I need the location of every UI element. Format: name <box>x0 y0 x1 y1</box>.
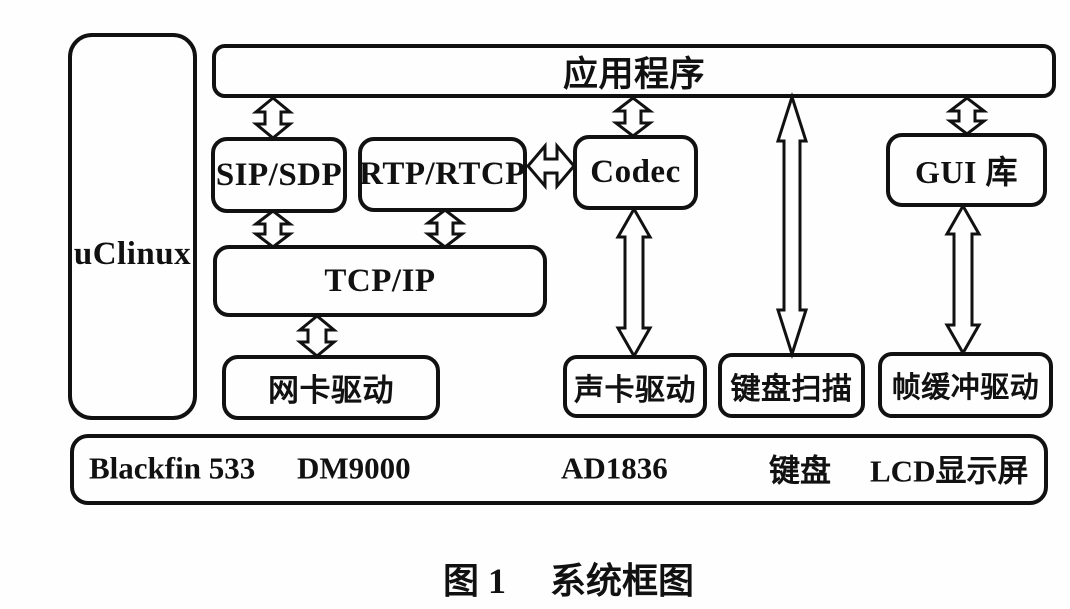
node-sound-card-driver: 声卡驱动 <box>563 355 707 418</box>
node-codec: Codec <box>573 135 698 210</box>
node-sip-sdp: SIP/SDP <box>211 137 347 213</box>
node-tcp-ip: TCP/IP <box>213 245 547 317</box>
hardware-item-keyboard: 键盘 <box>769 453 831 489</box>
node-sound-card-driver-label: 声卡驱动 <box>574 373 696 407</box>
figure-title: 系统框图 <box>550 561 695 601</box>
hardware-item-blackfin-533: Blackfin 533 <box>89 450 256 486</box>
node-gui-lib: GUI 库 <box>886 133 1047 207</box>
hardware-item-ad1836: AD1836 <box>561 450 668 486</box>
node-keyboard-scan: 键盘扫描 <box>718 353 865 418</box>
node-uclinux: uClinux <box>68 33 197 420</box>
node-application: 应用程序 <box>212 44 1056 98</box>
node-tcp-ip-label: TCP/IP <box>324 262 436 299</box>
node-rtp-rtcp-label: RTP/RTCP <box>359 156 526 192</box>
node-framebuffer-driver-label: 帧缓冲驱动 <box>891 372 1040 404</box>
node-codec-label: Codec <box>590 154 681 190</box>
figure-label: 图 1 <box>443 561 507 601</box>
node-rtp-rtcp: RTP/RTCP <box>358 137 527 212</box>
node-framebuffer-driver: 帧缓冲驱动 <box>878 352 1053 418</box>
node-nic-driver: 网卡驱动 <box>222 355 440 420</box>
node-uclinux-label: uClinux <box>73 236 192 272</box>
hardware-item-dm9000: DM9000 <box>297 450 411 486</box>
node-gui-lib-label: GUI 库 <box>915 154 1018 190</box>
node-hardware-bar: Blackfin 533 DM9000 AD1836 键盘 LCD显示屏 <box>70 434 1048 505</box>
node-nic-driver-label: 网卡驱动 <box>268 373 394 408</box>
figure-caption: 图 1 系统框图 <box>443 552 694 604</box>
node-sip-sdp-label: SIP/SDP <box>215 156 343 193</box>
hardware-item-lcd-display: LCD显示屏 <box>870 453 1029 489</box>
node-keyboard-scan-label: 键盘扫描 <box>730 372 853 406</box>
node-application-label: 应用程序 <box>562 54 705 94</box>
